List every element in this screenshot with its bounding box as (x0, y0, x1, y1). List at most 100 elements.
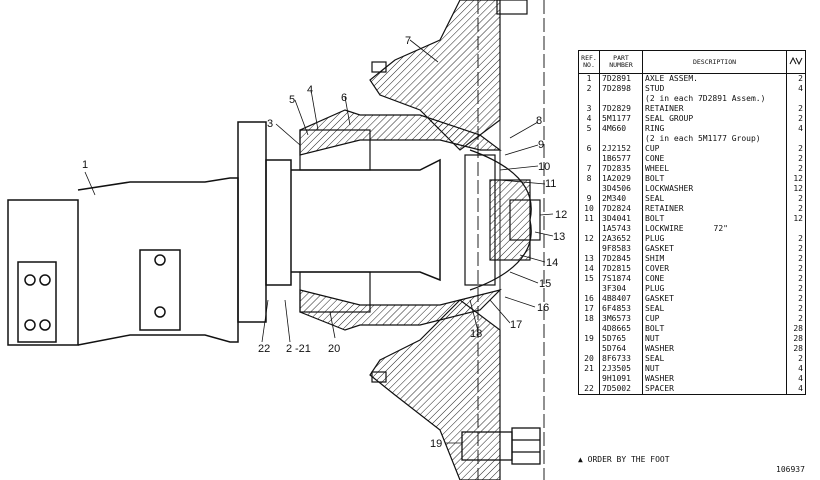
callout-7: 7 (405, 35, 411, 47)
cell-description: WHEEL (643, 164, 787, 174)
cell-qty: 28 (786, 334, 806, 344)
description-text: BOLT (645, 324, 665, 333)
description-text: WASHER (645, 374, 674, 383)
callout-10: 10 (538, 161, 550, 173)
cell-description: CUP (643, 314, 787, 324)
cell-ref-no: 7 (578, 164, 600, 174)
description-text: WASHER (645, 344, 674, 353)
callout-1: 1 (82, 159, 88, 171)
description-text: AXLE ASSEM. (645, 74, 698, 83)
description-text: SEAL (645, 194, 665, 203)
cell-qty: 2 (786, 154, 806, 164)
description-text: SHIM (645, 254, 665, 263)
cell-part-number: 1A2029 (599, 174, 643, 184)
cell-description: CUP (643, 144, 787, 154)
callout-22: 22 (258, 343, 270, 355)
cell-ref-no: 20 (578, 354, 600, 364)
callout-2: 2 (286, 343, 292, 355)
cell-qty: 2 (786, 304, 806, 314)
callout-17: 17 (510, 319, 522, 331)
description-text: PLUG (645, 234, 665, 243)
cell-qty: 2 (786, 234, 806, 244)
cell-qty (786, 134, 806, 144)
cell-ref-no: 22 (578, 384, 600, 395)
cell-part-number: 3D4506 (599, 184, 643, 194)
cell-qty: 2 (786, 314, 806, 324)
callout-20: 20 (328, 343, 340, 355)
footnote: ▲ ORDER BY THE FOOT (578, 455, 670, 464)
cell-part-number: 2J3505 (599, 364, 643, 374)
cell-ref-no: 11 (578, 214, 600, 224)
cell-description: BOLT (643, 214, 787, 224)
cell-ref-no: 3 (578, 104, 600, 114)
cell-ref-no: 21 (578, 364, 600, 374)
cell-ref-no: 5 (578, 124, 600, 134)
cell-description: BOLT (643, 324, 787, 334)
description-text: (2 in each 5M1177 Group) (645, 134, 761, 143)
description-text: SEAL (645, 354, 665, 363)
cell-description: COVER (643, 264, 787, 274)
cell-description: SEAL (643, 194, 787, 204)
callout-12: 12 (555, 209, 567, 221)
cell-ref-no: 15 (578, 274, 600, 284)
callout-14: 14 (546, 257, 558, 269)
cell-qty: 2 (786, 164, 806, 174)
cell-qty: 2 (786, 254, 806, 264)
cell-description: WASHER (643, 344, 787, 354)
cell-part-number: 4B8407 (599, 294, 643, 304)
description-text: GASKET (645, 294, 674, 303)
description-text: (2 in each 7D2891 Assem.) (645, 94, 766, 103)
axle-housing (7, 121, 441, 346)
cell-part-number: 9F8583 (599, 244, 643, 254)
callout-8: 8 (536, 115, 542, 127)
cell-part-number (599, 94, 643, 104)
callout-16: 16 (537, 302, 549, 314)
cell-qty: 12 (786, 174, 806, 184)
cell-qty: 2 (786, 294, 806, 304)
description-text: NUT (645, 334, 660, 343)
cell-ref-no: 6 (578, 144, 600, 154)
cell-description: WASHER (643, 374, 787, 384)
length-note: 72" (713, 224, 728, 233)
cell-ref-no: 8 (578, 174, 600, 184)
cell-part-number: 7D2829 (599, 104, 643, 114)
cell-description: STUD (643, 84, 787, 94)
description-text: SEAL GROUP (645, 114, 694, 123)
cell-part-number: 9H1091 (599, 374, 643, 384)
cell-description: RING (643, 124, 787, 134)
description-text: BOLT (645, 174, 665, 183)
cell-ref-no: 19 (578, 334, 600, 344)
cell-description: SEAL GROUP (643, 114, 787, 124)
description-text: SPACER (645, 384, 674, 393)
callout-5: 5 (289, 94, 295, 106)
cell-part-number: 4D8665 (599, 324, 643, 334)
cell-qty: 2 (786, 104, 806, 114)
cell-part-number: 1B6577 (599, 154, 643, 164)
cell-part-number: 3M6573 (599, 314, 643, 324)
cell-part-number: 7D2815 (599, 264, 643, 274)
cell-part-number: 2A3652 (599, 234, 643, 244)
cell-description: PLUG (643, 284, 787, 294)
description-text: RETAINER (645, 204, 684, 213)
description-text: COVER (645, 264, 670, 273)
cell-qty: 4 (786, 84, 806, 94)
description-text: SEAL (645, 304, 665, 313)
description-text: PLUG (645, 284, 665, 293)
cell-ref-no (578, 134, 600, 144)
callout-labels: 1 3 4 5 6 7 8 9 10 11 12 13 14 15 16 17 … (82, 35, 567, 450)
cell-ref-no: 14 (578, 264, 600, 274)
cell-description: CONE (643, 154, 787, 164)
table-header-row: REF. NO. PART NUMBER DESCRIPTION (578, 50, 806, 74)
cell-description: BOLT (643, 174, 787, 184)
cell-qty: 28 (786, 344, 806, 354)
